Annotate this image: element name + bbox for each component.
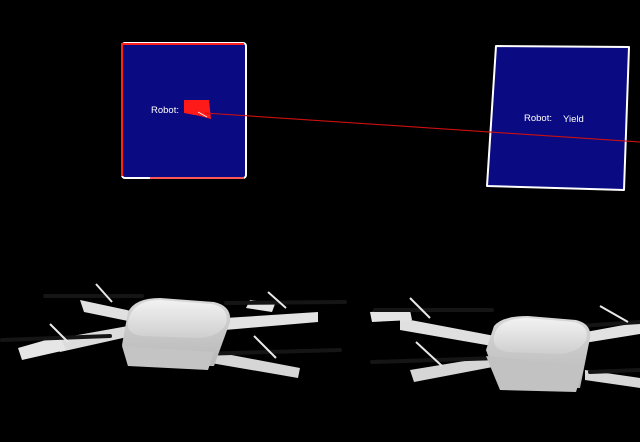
panel-left-selection-outline (121, 43, 244, 176)
laser-pointer-ray (204, 112, 640, 143)
drone-left (0, 283, 347, 378)
panel-left-label: Robot: (151, 105, 179, 116)
panel-right-background (486, 45, 630, 191)
robot-panel-right[interactable]: Robot: Yield (486, 45, 630, 191)
robot-panel-left[interactable]: Robot: (121, 42, 247, 179)
panel-right-label: Robot: (524, 113, 552, 124)
cursor-pointer-icon (184, 100, 211, 119)
panel-right-value: Yield (563, 114, 584, 125)
drone-right (370, 297, 640, 392)
